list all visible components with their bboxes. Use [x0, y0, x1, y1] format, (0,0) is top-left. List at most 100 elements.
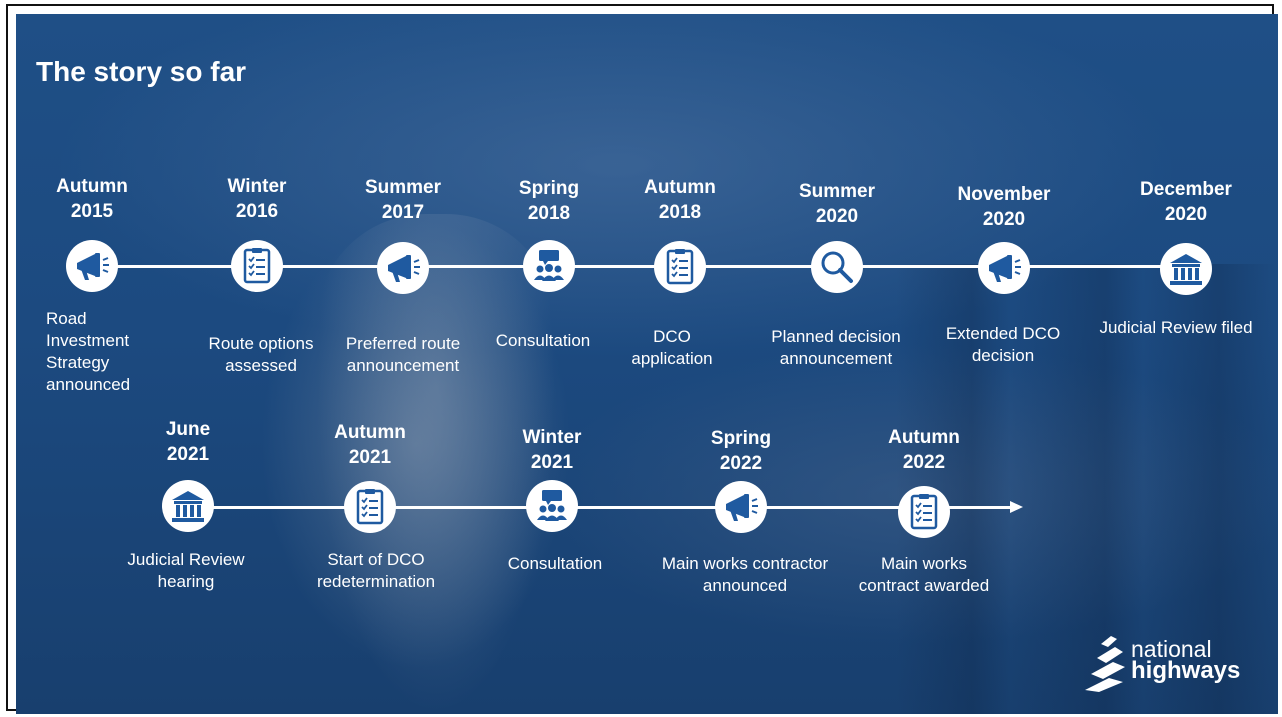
event-date: Autumn 2022	[854, 425, 994, 475]
event-description-line: contract awarded	[858, 576, 990, 595]
timeline-line-row1	[92, 265, 1192, 268]
megaphone-icon	[377, 242, 429, 294]
event-description-line: application	[631, 349, 713, 368]
event-date: Autumn 2018	[610, 175, 750, 225]
event-description: Preferred route announcement	[346, 333, 460, 377]
event-date: June 2021	[118, 417, 258, 467]
courthouse-icon	[1160, 243, 1212, 295]
event-description-line: hearing	[157, 572, 215, 591]
event-description-line: decision	[971, 346, 1035, 365]
logo-line1: national	[1131, 636, 1212, 662]
event-date-period: Summer	[798, 181, 876, 202]
event-description-line: Road	[46, 309, 87, 328]
event-date-year: 2018	[658, 202, 702, 223]
event-date-year: 2020	[1164, 204, 1208, 225]
page-title: The story so far	[36, 56, 247, 87]
event-description-line: Extended DCO	[945, 324, 1061, 343]
event-date: Autumn 2015	[22, 174, 162, 224]
event-description-line: Consultation	[495, 331, 591, 350]
event-date-period: November	[957, 184, 1051, 205]
event-description: Main works contractor announced	[662, 553, 828, 597]
event-date: Winter 2016	[187, 174, 327, 224]
timeline-line-row2	[190, 506, 1010, 509]
event-date-year: 2017	[381, 202, 425, 223]
checklist-icon	[898, 486, 950, 538]
event-date-period: Summer	[364, 177, 442, 198]
event-description-line: Preferred route	[345, 334, 461, 353]
courthouse-icon	[162, 480, 214, 532]
event-date: November 2020	[934, 182, 1074, 232]
megaphone-icon	[66, 240, 118, 292]
timeline-arrow-head	[1010, 501, 1023, 513]
event-date: Spring 2022	[671, 426, 811, 476]
event-description-line: Start of DCO	[327, 550, 425, 569]
event-description-line: Main works	[881, 554, 967, 573]
event-date-year: 2022	[719, 453, 763, 474]
event-description: Consultation	[508, 553, 603, 575]
background-photo-figure	[316, 214, 556, 714]
event-description-line: announcement	[779, 349, 893, 368]
event-description-line: assessed	[225, 356, 297, 375]
consultation-icon	[526, 480, 578, 532]
checklist-icon	[344, 481, 396, 533]
event-description: Extended DCO decision	[946, 323, 1060, 367]
event-date-period: Spring	[518, 178, 580, 199]
background-photo-stones	[896, 264, 1276, 714]
event-description-line: announcement	[346, 356, 460, 375]
event-date-year: 2021	[348, 447, 392, 468]
event-date-period: December	[1140, 179, 1232, 200]
event-description: Judicial Review filed	[1099, 317, 1252, 339]
event-date-period: Autumn	[888, 427, 960, 448]
event-date-period: June	[165, 419, 211, 440]
event-date-period: Autumn	[56, 176, 128, 197]
event-description-line: Judicial Review filed	[1099, 318, 1253, 337]
megaphone-icon	[978, 242, 1030, 294]
event-date-year: 2022	[902, 452, 946, 473]
event-description: Route options assessed	[209, 333, 314, 377]
event-date-year: 2020	[815, 206, 859, 227]
event-date: Spring 2018	[479, 176, 619, 226]
event-description-line: Strategy	[46, 353, 110, 372]
event-date: Summer 2020	[767, 179, 907, 229]
magnifier-icon	[811, 241, 863, 293]
event-date-year: 2021	[530, 452, 574, 473]
event-date-year: 2021	[166, 444, 210, 465]
event-date-year: 2020	[982, 209, 1026, 230]
consultation-icon	[523, 240, 575, 292]
event-description-line: Consultation	[507, 554, 603, 573]
event-date: December 2020	[1116, 177, 1256, 227]
megaphone-icon	[715, 481, 767, 533]
event-description-line: Route options	[208, 334, 314, 353]
event-date-period: Winter	[522, 427, 582, 448]
event-description: Main works contract awarded	[859, 553, 989, 597]
event-description-line: announced	[46, 375, 131, 394]
logo-wordmark: national highways	[1131, 636, 1241, 684]
event-date-year: 2016	[235, 201, 279, 222]
event-description-line: Main works contractor	[661, 554, 829, 573]
event-description-line: announced	[702, 576, 788, 595]
checklist-icon	[231, 240, 283, 292]
event-date: Winter 2021	[482, 425, 622, 475]
event-date: Autumn 2021	[300, 420, 440, 470]
event-description: Planned decision announcement	[771, 326, 900, 370]
event-description-line: Judicial Review	[127, 550, 245, 569]
checklist-icon	[654, 241, 706, 293]
event-date-period: Winter	[227, 176, 287, 197]
highways-logo-mark-icon	[1085, 636, 1125, 692]
event-date-year: 2018	[527, 203, 571, 224]
event-description-line: DCO	[653, 327, 691, 346]
event-date-period: Spring	[710, 428, 772, 449]
event-description-line: Investment	[46, 331, 130, 350]
event-description: DCO application	[631, 326, 712, 370]
event-description-line: Planned decision	[771, 327, 901, 346]
event-description: Consultation	[496, 330, 591, 352]
event-date-period: Autumn	[334, 422, 406, 443]
event-date-period: Autumn	[644, 177, 716, 198]
event-date: Summer 2017	[333, 175, 473, 225]
logo-line2: highways	[1131, 657, 1241, 684]
event-date-year: 2015	[70, 201, 114, 222]
national-highways-logo: national highways	[1079, 634, 1259, 694]
